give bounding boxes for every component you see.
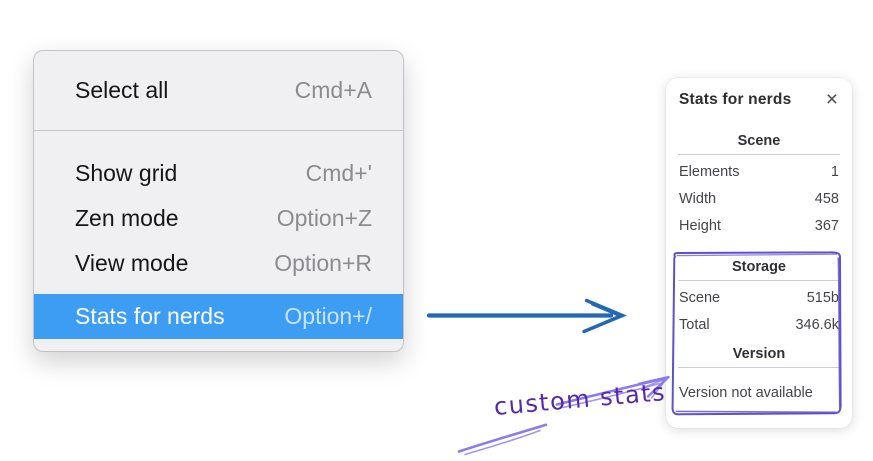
menu-item-zen-mode[interactable]: Zen mode Option+Z bbox=[34, 196, 403, 241]
stat-value: 458 bbox=[814, 191, 839, 207]
storage-section-header: Storage bbox=[732, 259, 786, 275]
stat-row-total-size: Total 346.6k bbox=[666, 312, 852, 339]
menu-item-shortcut: Cmd+' bbox=[305, 160, 372, 186]
menu-item-select-all[interactable]: Select all Cmd+A bbox=[34, 68, 403, 113]
scene-section-header: Scene bbox=[737, 133, 781, 149]
menu-item-shortcut: Option+/ bbox=[284, 303, 372, 329]
version-note: Version not available bbox=[679, 385, 813, 401]
menu-item-label: View mode bbox=[75, 250, 189, 276]
stat-label: Width bbox=[679, 191, 717, 207]
stat-row-width: Width 458 bbox=[666, 186, 852, 213]
stat-value: 515b bbox=[806, 290, 839, 306]
menu-item-shortcut: Option+Z bbox=[276, 205, 372, 231]
stat-label: Height bbox=[679, 218, 721, 234]
menu-section-top: Select all Cmd+A bbox=[34, 51, 403, 130]
version-section-header: Version bbox=[732, 346, 786, 362]
stats-panel: Stats for nerds × Scene Elements 1 Width… bbox=[666, 78, 852, 428]
menu-item-label: Select all bbox=[75, 77, 169, 103]
stat-value: 367 bbox=[814, 218, 839, 234]
menu-section-bottom: Show grid Cmd+' Zen mode Option+Z View m… bbox=[34, 131, 403, 351]
divider bbox=[678, 280, 840, 281]
menu-item-stats-for-nerds[interactable]: Stats for nerds Option+/ bbox=[34, 294, 403, 339]
annotation-label: custom stats bbox=[492, 378, 668, 421]
stat-label: Total bbox=[679, 317, 710, 333]
scene-rows: Elements 1 Width 458 Height 367 bbox=[666, 159, 852, 240]
divider bbox=[678, 367, 840, 368]
stat-value: 1 bbox=[830, 164, 839, 180]
storage-rows: Scene 515b Total 346.6k bbox=[666, 285, 852, 339]
menu-item-view-mode[interactable]: View mode Option+R bbox=[34, 241, 403, 286]
menu-item-shortcut: Option+R bbox=[274, 250, 372, 276]
context-menu: Select all Cmd+A Show grid Cmd+' Zen mod… bbox=[33, 50, 404, 352]
stats-panel-title: Stats for nerds bbox=[679, 91, 792, 108]
stats-panel-header: Stats for nerds × bbox=[666, 78, 852, 111]
close-icon[interactable]: × bbox=[825, 88, 838, 111]
stat-label: Elements bbox=[679, 164, 740, 180]
stat-label: Scene bbox=[679, 290, 721, 306]
menu-item-label: Zen mode bbox=[75, 205, 179, 231]
stat-row-height: Height 367 bbox=[666, 213, 852, 240]
blue-arrow bbox=[426, 298, 627, 334]
stat-row-scene-size: Scene 515b bbox=[666, 285, 852, 312]
menu-item-show-grid[interactable]: Show grid Cmd+' bbox=[34, 151, 403, 196]
menu-item-label: Show grid bbox=[75, 160, 178, 186]
menu-item-label: Stats for nerds bbox=[75, 303, 225, 329]
stat-value: 346.6k bbox=[795, 317, 839, 333]
stat-row-elements: Elements 1 bbox=[666, 159, 852, 186]
menu-item-shortcut: Cmd+A bbox=[294, 77, 372, 103]
divider bbox=[678, 154, 840, 155]
menu-separator bbox=[34, 130, 403, 131]
